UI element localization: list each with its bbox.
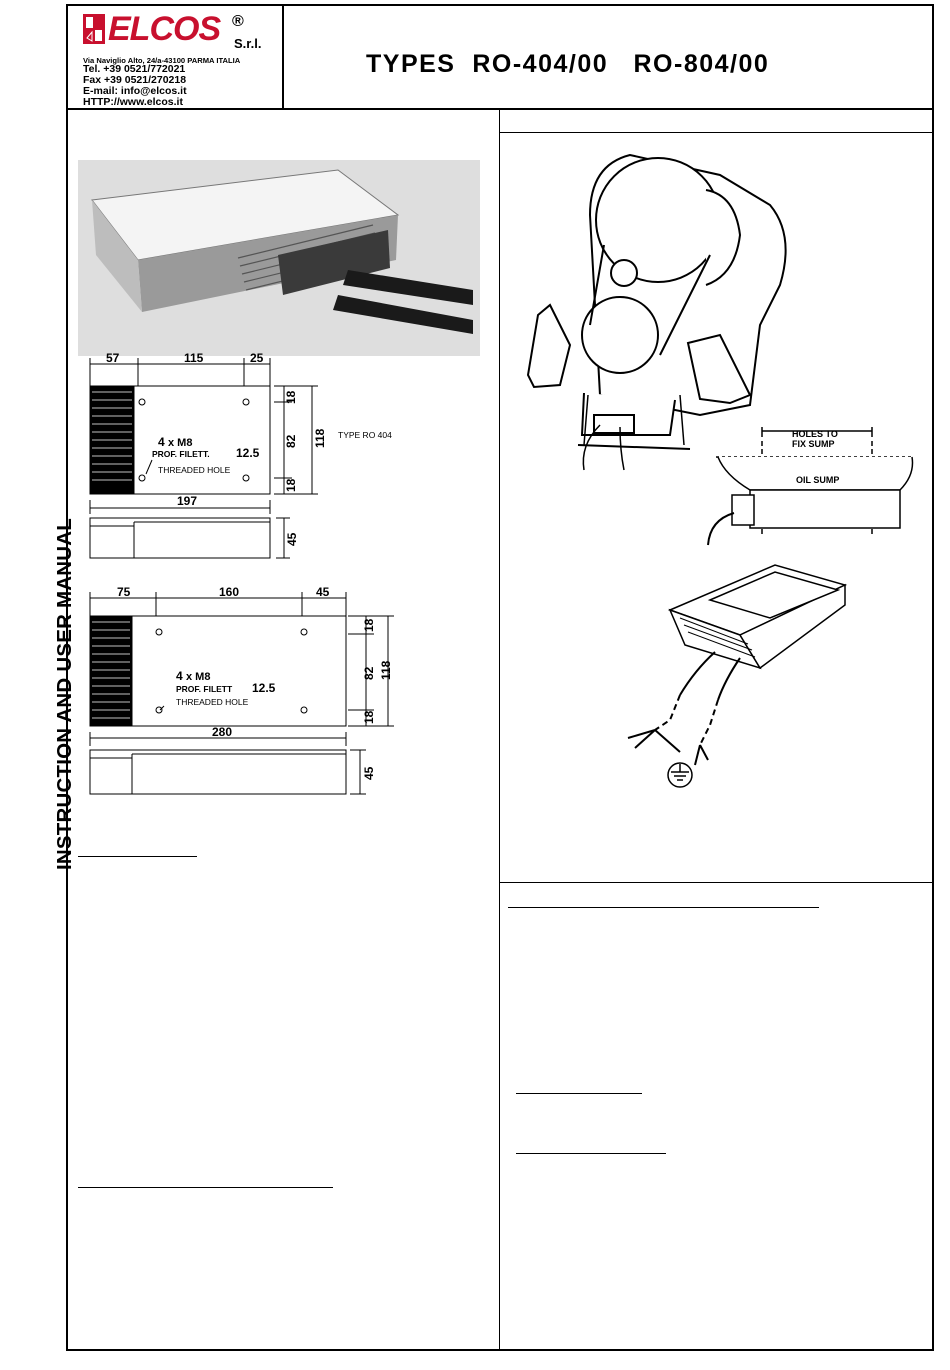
right-section-rule-1 <box>508 907 819 908</box>
svg-text:FIX SUMP: FIX SUMP <box>792 439 835 449</box>
logo-wordmark: ELCOS <box>108 10 221 48</box>
heater-wiring-illustration <box>627 564 848 788</box>
ground-symbol-icon <box>667 762 693 788</box>
svg-text:115: 115 <box>184 351 204 365</box>
svg-text:12.5: 12.5 <box>252 681 276 695</box>
product-photo <box>78 160 480 356</box>
svg-text:57: 57 <box>106 351 120 365</box>
svg-text:OIL SUMP: OIL SUMP <box>796 475 839 485</box>
svg-text:18: 18 <box>362 618 376 632</box>
sidebar: INSTRUCTION AND USER MANUAL <box>0 0 76 1370</box>
svg-text:x M8: x M8 <box>168 437 192 449</box>
telephone: Tel. +39 0521/772021 <box>83 63 186 75</box>
svg-text:THREADED HOLE: THREADED HOLE <box>176 697 249 707</box>
svg-text:160: 160 <box>219 585 239 599</box>
svg-text:TYPE RO 404: TYPE RO 404 <box>338 430 392 440</box>
svg-text:82: 82 <box>284 434 298 448</box>
logo-box: ELCOS ® S.r.l. Via Naviglio Alto, 24/a-4… <box>66 4 284 108</box>
svg-text:18: 18 <box>284 390 298 404</box>
right-section-rule-3 <box>516 1153 666 1154</box>
svg-text:45: 45 <box>285 532 299 546</box>
brand-suffix: S.r.l. <box>234 36 262 51</box>
svg-text:25: 25 <box>250 351 264 365</box>
website: HTTP://www.elcos.it <box>83 96 183 108</box>
svg-text:45: 45 <box>362 766 376 780</box>
svg-text:4: 4 <box>158 435 165 449</box>
svg-text:PROF. FILETT: PROF. FILETT <box>176 684 233 694</box>
page-frame <box>66 4 934 1351</box>
svg-text:PROF. FILETT.: PROF. FILETT. <box>152 449 210 459</box>
svg-text:HOLES TO: HOLES TO <box>792 429 838 439</box>
drawing-ro804: 75 160 45 280 18 82 18 118 45 4 x M8 PRO… <box>89 585 394 795</box>
left-section-rule-2 <box>78 1187 333 1188</box>
svg-text:118: 118 <box>313 428 327 448</box>
right-section-rule-2 <box>516 1093 642 1094</box>
svg-text:197: 197 <box>177 494 197 508</box>
fax: Fax +39 0521/270218 <box>83 74 187 86</box>
engine-illustration: HOLES TO FIX SUMP OIL SUMP <box>526 153 914 546</box>
svg-text:280: 280 <box>212 725 232 739</box>
svg-text:18: 18 <box>362 710 376 724</box>
page-title: TYPES RO-404/00 RO-804/00 <box>366 50 770 78</box>
svg-text:82: 82 <box>362 666 376 680</box>
svg-text:18: 18 <box>284 478 298 492</box>
right-header-rule <box>500 132 932 133</box>
svg-text:118: 118 <box>379 660 393 680</box>
address: Via Naviglio Alto, 24/a-43100 PARMA ITAL… <box>83 56 241 65</box>
registered-mark: ® <box>232 13 244 30</box>
drawing-ro404: 57 115 25 197 18 82 18 118 45 4 x M8 PRO… <box>89 351 392 559</box>
svg-text:45: 45 <box>316 585 330 599</box>
right-mid-rule <box>500 882 932 883</box>
logo-mark-icon <box>83 14 105 44</box>
left-section-rule-1 <box>78 856 197 857</box>
column-divider <box>499 110 500 1351</box>
svg-text:12.5: 12.5 <box>236 446 260 460</box>
email: E-mail: info@elcos.it <box>83 85 187 97</box>
svg-text:75: 75 <box>117 585 131 599</box>
svg-text:x M8: x M8 <box>186 671 210 683</box>
svg-text:THREADED HOLE: THREADED HOLE <box>158 465 231 475</box>
header: ELCOS ® S.r.l. Via Naviglio Alto, 24/a-4… <box>66 4 934 110</box>
svg-text:4: 4 <box>176 669 183 683</box>
